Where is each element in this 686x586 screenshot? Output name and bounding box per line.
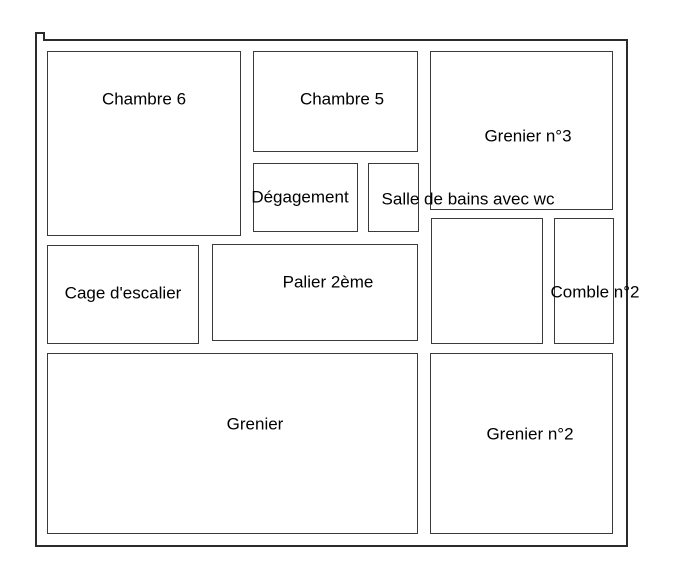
room-cage-d-escalier[interactable] xyxy=(47,245,199,344)
room-palier-2eme[interactable] xyxy=(212,244,418,341)
room-grenier-n3[interactable] xyxy=(430,51,613,210)
room-chambre-5[interactable] xyxy=(253,51,418,152)
room-chambre-6[interactable] xyxy=(47,51,241,236)
room-comble-n2[interactable] xyxy=(554,218,614,344)
room-grenier[interactable] xyxy=(47,353,418,534)
room-grenier-n2[interactable] xyxy=(430,353,613,534)
room-comble-n1-unlabeled[interactable] xyxy=(431,218,543,344)
building-outline-path xyxy=(35,32,628,547)
room-degagement[interactable] xyxy=(253,163,358,232)
room-salle-de-bains-avec-wc[interactable] xyxy=(368,163,419,232)
